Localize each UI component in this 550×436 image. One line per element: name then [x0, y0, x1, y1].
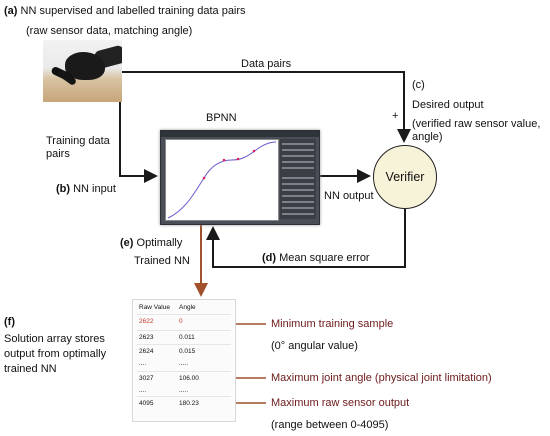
cell-raw: 2624 — [139, 348, 154, 355]
cell-angle: 0.015 — [179, 348, 196, 355]
step-a-title: NN supervised and labelled training data… — [20, 5, 246, 17]
cell-raw: .... — [139, 387, 147, 394]
step-b-label: (b) NN input — [56, 183, 116, 196]
data-pairs-label: Data pairs — [241, 58, 292, 70]
step-f-line-2: output from optimally — [4, 348, 107, 360]
cell-angle: ..... — [179, 387, 189, 394]
plot-point — [202, 176, 206, 180]
step-d-label: (d) Mean square error — [262, 252, 370, 265]
step-b-tag: (b) — [56, 183, 71, 195]
table-row: 4095 180.23 — [133, 398, 235, 410]
minus-sign: - — [357, 166, 361, 178]
header-raw-value: Raw Value — [139, 304, 170, 311]
cell-angle: ..... — [179, 360, 189, 367]
glove-photo — [43, 40, 122, 102]
cell-raw: 4095 — [139, 400, 154, 407]
step-b-title: NN input — [73, 183, 116, 195]
header-angle: Angle — [179, 304, 196, 311]
training-data-label-2: pairs — [46, 148, 70, 160]
cell-angle: 106.00 — [179, 375, 199, 382]
anno-min-sample: Minimum training sample — [271, 318, 394, 330]
mse-feedback-arrow — [206, 209, 406, 268]
step-d-tag: (d) — [262, 252, 277, 264]
nn-output-label: NN output — [324, 190, 374, 202]
bpnn-titlebar — [161, 131, 319, 137]
parameter-panel — [280, 139, 316, 219]
cell-angle: 0 — [179, 318, 183, 325]
step-f-line-3: trained NN — [4, 363, 57, 375]
plot-point — [252, 149, 256, 153]
verifier-node: Verifier — [373, 145, 437, 209]
cell-raw: 3027 — [139, 375, 154, 382]
step-c-detail-2: angle) — [412, 131, 443, 143]
cell-angle: 180.23 — [179, 400, 199, 407]
step-e-title-2: Trained NN — [134, 255, 190, 267]
plot-point — [222, 158, 226, 162]
plot-point — [236, 157, 240, 161]
cell-raw: .... — [139, 360, 147, 367]
step-c-detail-1: (verified raw sensor value, — [412, 118, 541, 130]
step-e-tag: (e) — [120, 237, 134, 249]
table-row: 3027 106.00 — [133, 373, 235, 385]
anno-max-joint: Maximum joint angle (physical joint limi… — [271, 372, 492, 384]
step-a-tag: (a) — [4, 5, 18, 17]
solution-table: Raw Value Angle 2622 0 2623 0.011 2624 0… — [132, 299, 236, 422]
table-header: Raw Value Angle — [133, 302, 235, 314]
plus-sign: + — [392, 110, 399, 122]
training-data-arrow — [119, 102, 158, 183]
cell-raw: 2622 — [139, 318, 154, 325]
cell-angle: 0.011 — [179, 334, 195, 341]
step-e-label: (e) Optimally — [120, 237, 182, 250]
data-pairs-arrow — [122, 71, 411, 143]
step-a-label: (a) NN supervised and labelled training … — [4, 5, 246, 18]
table-row: .... ..... — [133, 358, 235, 370]
table-row: 2624 0.015 — [133, 346, 235, 358]
step-a-subtitle: (raw sensor data, matching angle) — [26, 25, 193, 37]
bpnn-title: BPNN — [206, 112, 237, 124]
step-c-tag: (c) — [412, 79, 425, 91]
step-c-title: Desired output — [412, 99, 484, 111]
cell-raw: 2623 — [139, 334, 154, 341]
bpnn-window — [160, 130, 320, 225]
step-e-title-1: Optimally — [136, 237, 183, 249]
step-f-line-1: Solution array stores — [4, 333, 105, 345]
step-f-tag: (f) — [4, 316, 15, 328]
verifier-label: Verifier — [385, 170, 425, 184]
table-row: .... ..... — [133, 385, 235, 397]
training-curve — [167, 141, 277, 219]
training-plot — [165, 139, 279, 221]
step-d-title: Mean square error — [279, 252, 370, 264]
table-row: 2622 0 — [133, 316, 235, 328]
anno-max-raw: Maximum raw sensor output — [271, 397, 410, 409]
training-data-label-1: Training data — [46, 135, 110, 147]
anno-min-angle: (0° angular value) — [271, 340, 358, 352]
anno-range: (range between 0-4095) — [271, 419, 389, 431]
table-row: 2623 0.011 — [133, 332, 235, 344]
